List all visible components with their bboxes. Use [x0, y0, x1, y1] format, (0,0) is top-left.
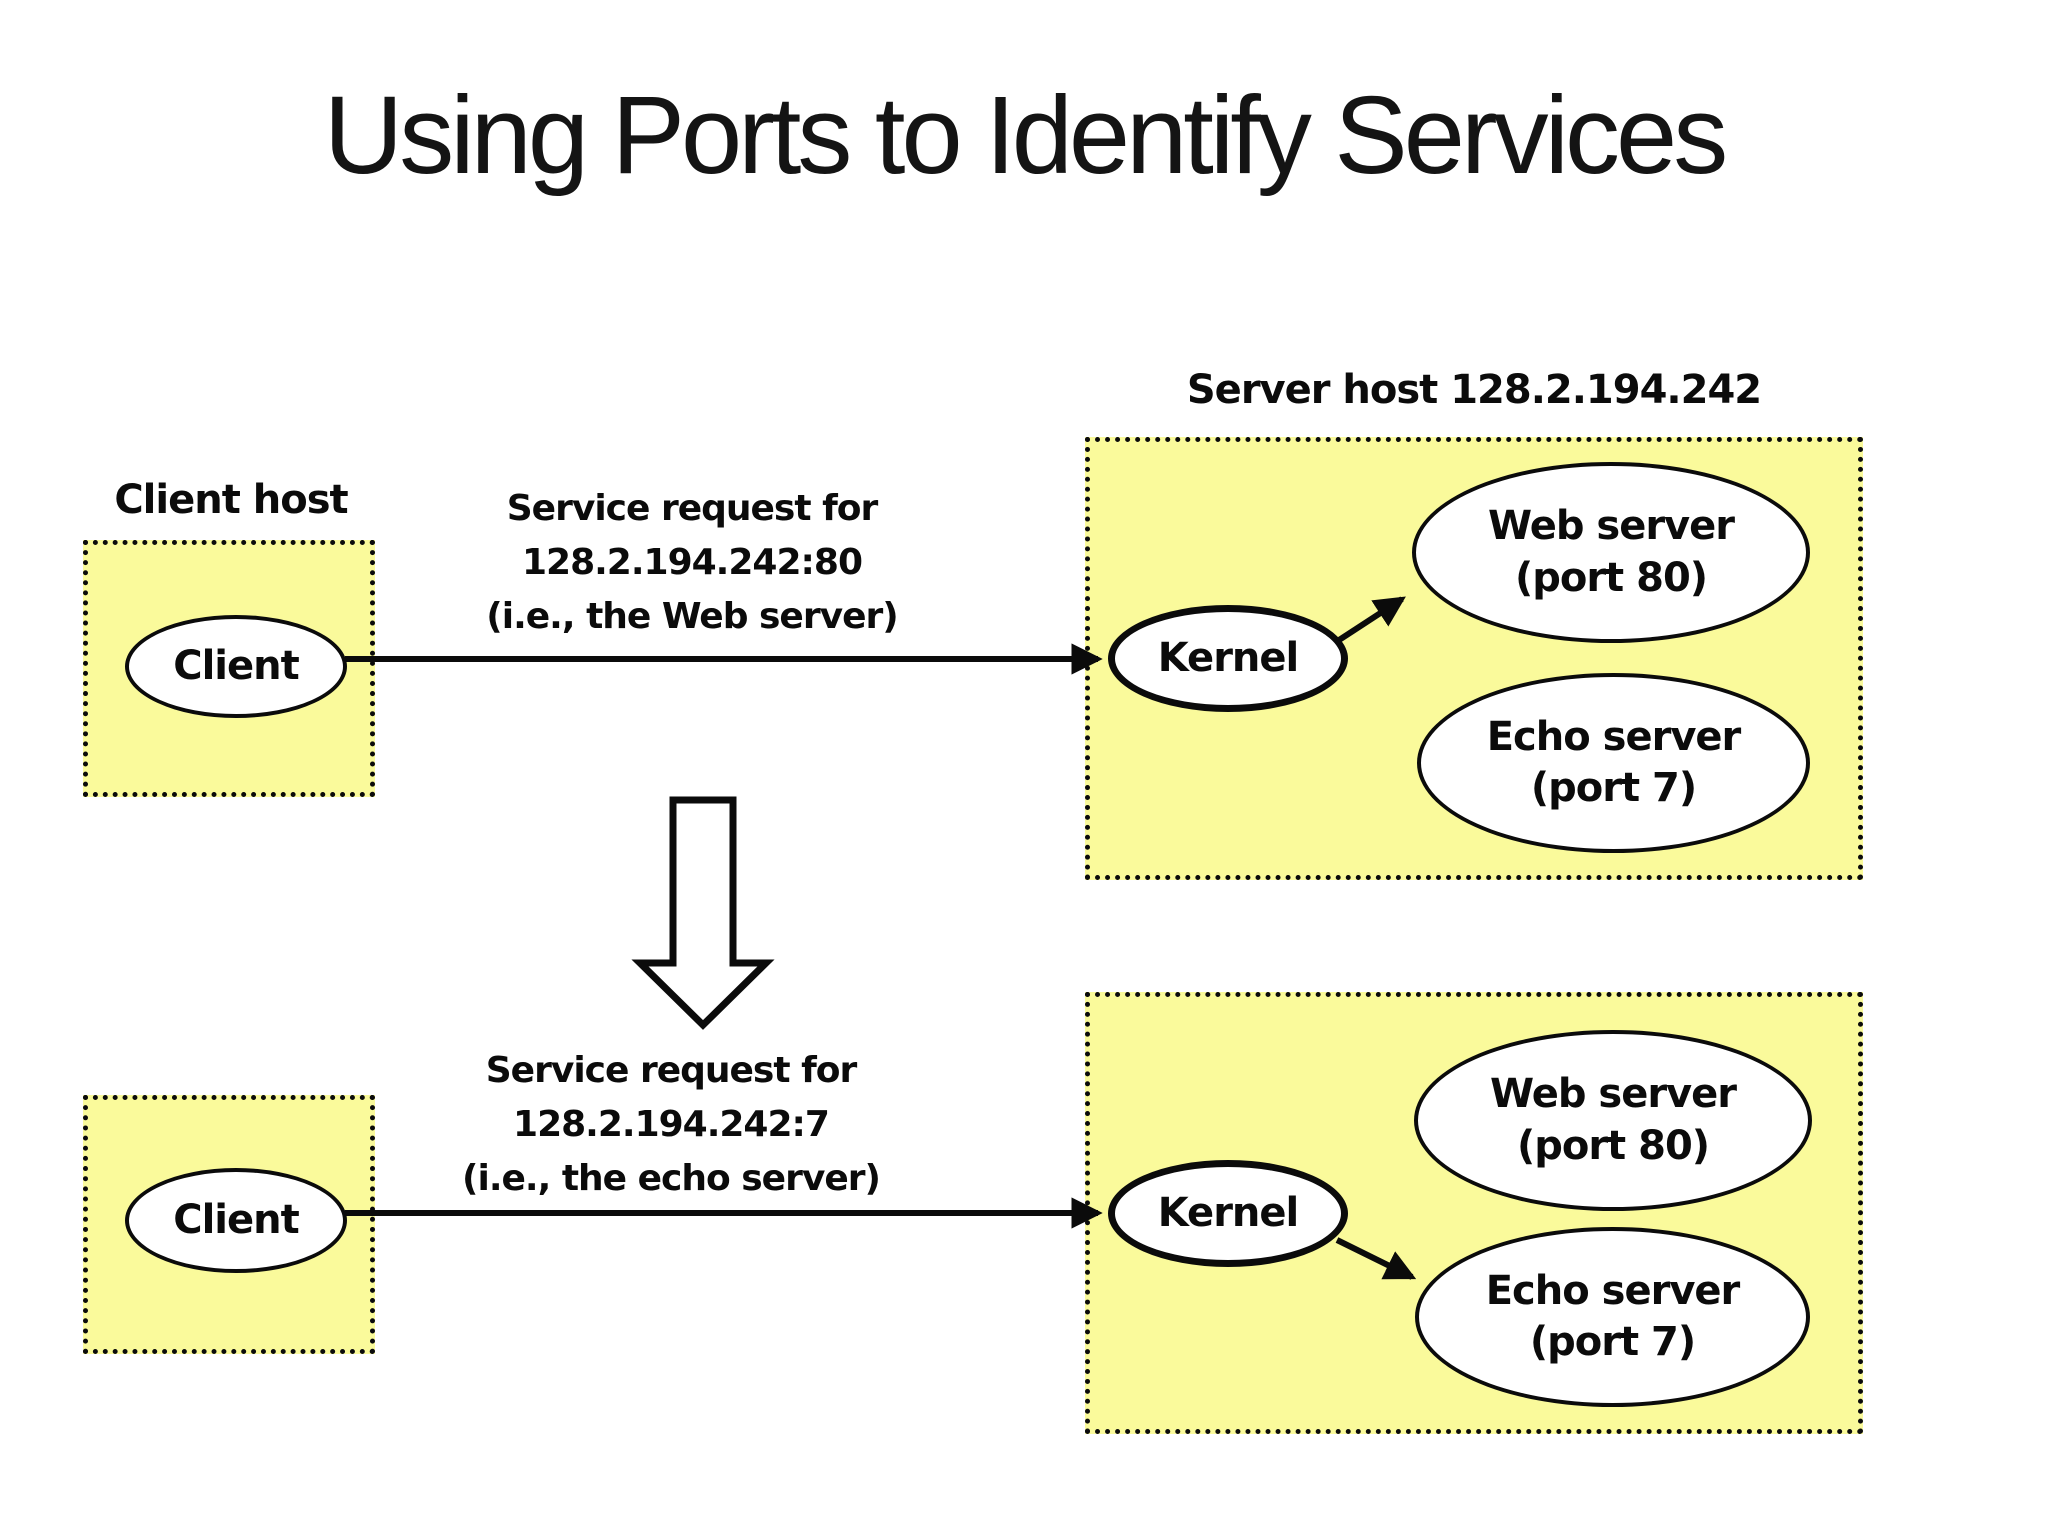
service-request-label-web: Service request for 128.2.194.242:80 (i.…: [486, 488, 898, 637]
client-node-bottom-label: Client: [173, 1196, 300, 1243]
kernel-node-label: Kernel: [1157, 634, 1299, 681]
slide-title: Using Ports to Identify Services: [323, 74, 1728, 197]
client-node: Client: [125, 615, 347, 718]
client-host-label: Client host: [114, 477, 348, 523]
down-block-arrow: [631, 796, 775, 1030]
kernel-node-bottom-label: Kernel: [1157, 1189, 1299, 1236]
web-server-node-bottom: Web server (port 80): [1414, 1030, 1812, 1211]
client-node-bottom: Client: [125, 1168, 347, 1273]
kernel-node: Kernel: [1108, 605, 1348, 712]
kernel-node-bottom: Kernel: [1108, 1160, 1348, 1267]
service-request-label-echo: Service request for 128.2.194.242:7 (i.e…: [462, 1050, 881, 1199]
echo-server-node: Echo server (port 7): [1417, 673, 1810, 853]
echo-server-node-bottom: Echo server (port 7): [1415, 1227, 1810, 1407]
web-server-node: Web server (port 80): [1412, 462, 1810, 643]
client-node-label: Client: [173, 642, 300, 689]
server-host-label: Server host 128.2.194.242: [1186, 367, 1762, 413]
